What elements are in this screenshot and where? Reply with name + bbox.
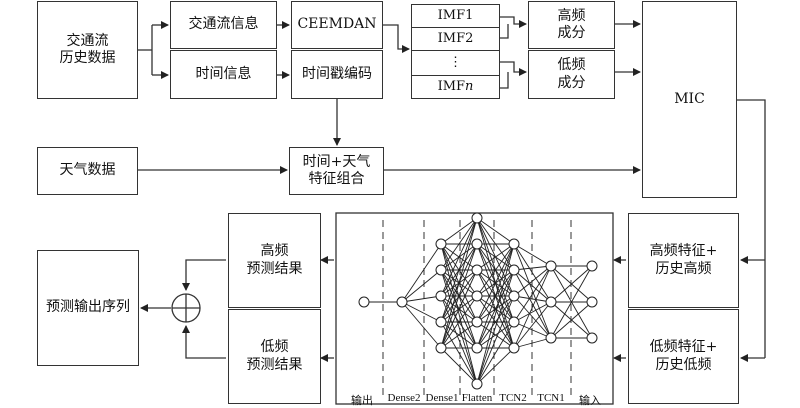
traffic-info-box: 交通流信息 (170, 1, 277, 49)
network-node (471, 316, 483, 328)
network-node (586, 260, 598, 272)
network-node (586, 296, 598, 308)
network-node (435, 290, 447, 302)
layer-label-tcn2: TCN2 (499, 392, 527, 404)
network-node (358, 296, 370, 308)
layer-label-tcn1: TCN1 (537, 392, 565, 404)
network-node (435, 238, 447, 250)
imf2-box: IMF2 (411, 27, 500, 51)
traffic-history-box: 交通流 历史数据 (37, 1, 138, 99)
high-features-box: 高频特征+ 历史高频 (628, 213, 739, 308)
network-node (508, 316, 520, 328)
network-node (508, 264, 520, 276)
layer-label-input: 输入 (579, 395, 601, 407)
network-node (586, 332, 598, 344)
network-node (435, 264, 447, 276)
low-features-box: 低频特征+ 历史低频 (628, 309, 739, 404)
high-freq-box: 高频 成分 (528, 1, 615, 49)
imf1-box: IMF1 (411, 4, 500, 28)
network-connections (364, 217, 593, 385)
imfn-prefix: IMF (437, 78, 466, 94)
network-node (508, 238, 520, 250)
weather-data-box: 天气数据 (37, 147, 138, 195)
neural-network-graph (358, 212, 598, 390)
network-node (508, 290, 520, 302)
network-node (508, 342, 520, 354)
network-node (471, 290, 483, 302)
low-freq-box: 低频 成分 (528, 50, 615, 99)
network-node (471, 264, 483, 276)
time-weather-features-box: 时间+天气 特征组合 (289, 147, 384, 195)
output-sequence-box: 预测输出序列 (37, 250, 139, 366)
ceemdan-box: CEEMDAN (291, 1, 383, 49)
network-node (396, 296, 408, 308)
layer-label-dense2: Dense2 (387, 392, 421, 404)
network-node (435, 316, 447, 328)
mic-box: MIC (642, 1, 737, 198)
network-node (435, 342, 447, 354)
layer-label-flatten: Flatten (461, 392, 493, 404)
connector-arrows (138, 16, 766, 362)
network-node (471, 378, 483, 390)
imf-dots-box: ⋮ (411, 50, 500, 76)
network-node (471, 342, 483, 354)
timestamp-encoding-box: 时间戳编码 (291, 50, 383, 99)
imfn-suffix: n (465, 78, 474, 94)
layer-label-dense1: Dense1 (425, 392, 459, 404)
summation-node (171, 293, 201, 323)
network-node (471, 212, 483, 224)
network-node (545, 260, 557, 272)
high-result-box: 高频 预测结果 (228, 213, 321, 308)
network-node (545, 332, 557, 344)
network-node (471, 238, 483, 250)
low-result-box: 低频 预测结果 (228, 309, 321, 404)
network-node (545, 296, 557, 308)
layer-label-output: 输出 (351, 395, 373, 407)
time-info-box: 时间信息 (170, 50, 277, 99)
